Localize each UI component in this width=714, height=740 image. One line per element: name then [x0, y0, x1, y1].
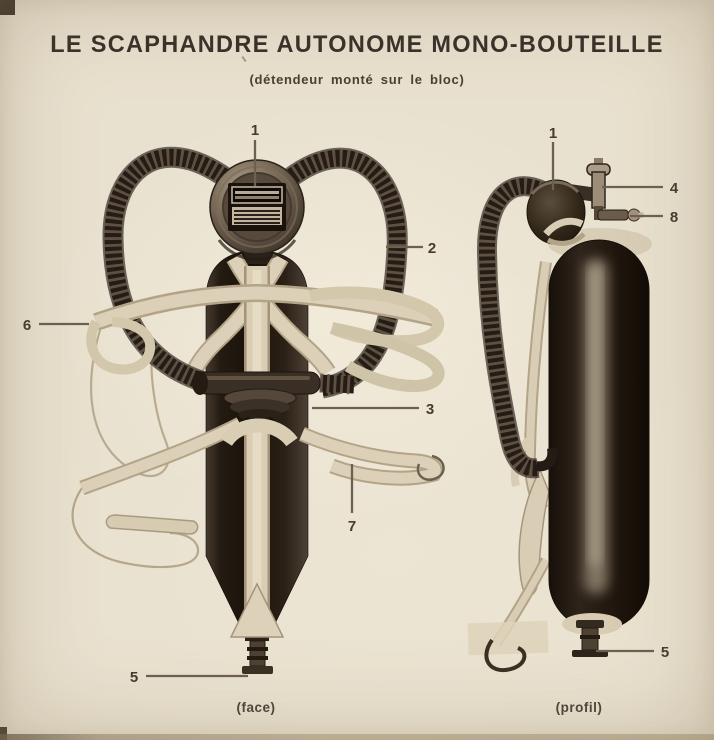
callout-5-face: 5	[130, 669, 138, 686]
figure-caption-profil: (profil)	[556, 700, 603, 715]
callout-5-profil: 5	[661, 644, 669, 661]
callout-numbers: 1 2 3 5 6 7 1 4 8 5	[23, 122, 679, 686]
scan-artifact-bottom-left	[0, 727, 7, 740]
mouthpiece-assembly	[192, 371, 355, 447]
callout-1-face: 1	[251, 122, 259, 139]
strap-end-hook-profile	[484, 638, 527, 672]
scan-artifact-top-left	[0, 0, 15, 15]
figure-caption-face: (face)	[236, 700, 275, 715]
scan-edge-bottom	[0, 734, 714, 740]
tank-highlight-core	[590, 266, 600, 566]
tank-valve-profile	[572, 620, 608, 657]
callout-8-profil: 8	[670, 209, 678, 226]
loose-strap-loops-front	[71, 329, 200, 569]
page-title: LE SCAPHANDRE AUTONOME MONO-BOUTEILLE	[50, 30, 664, 58]
strap-collar	[220, 418, 298, 447]
callout-6-face: 6	[23, 317, 31, 334]
chest-strap-front	[86, 283, 445, 393]
callout-7-face: 7	[348, 518, 356, 535]
harness-straps-front	[79, 253, 445, 638]
base-boot-light	[467, 620, 549, 656]
callout-leader-lines	[39, 140, 663, 678]
tank-valve-front	[242, 634, 273, 674]
callout-4-profil: 4	[670, 180, 679, 197]
front-view	[71, 147, 445, 674]
harness-straps-profile	[491, 261, 552, 648]
callout-3-face: 3	[426, 401, 434, 418]
strap-end-hook-front	[416, 454, 445, 481]
callout-2-face: 2	[428, 240, 436, 257]
breathing-hose-profile	[476, 176, 558, 479]
callout-1-profil: 1	[549, 125, 557, 142]
profile-view	[467, 158, 652, 672]
regulator-profile	[526, 179, 597, 246]
regulator-front	[209, 159, 305, 261]
page-subtitle: (détendeur monté sur le bloc)	[249, 72, 465, 87]
